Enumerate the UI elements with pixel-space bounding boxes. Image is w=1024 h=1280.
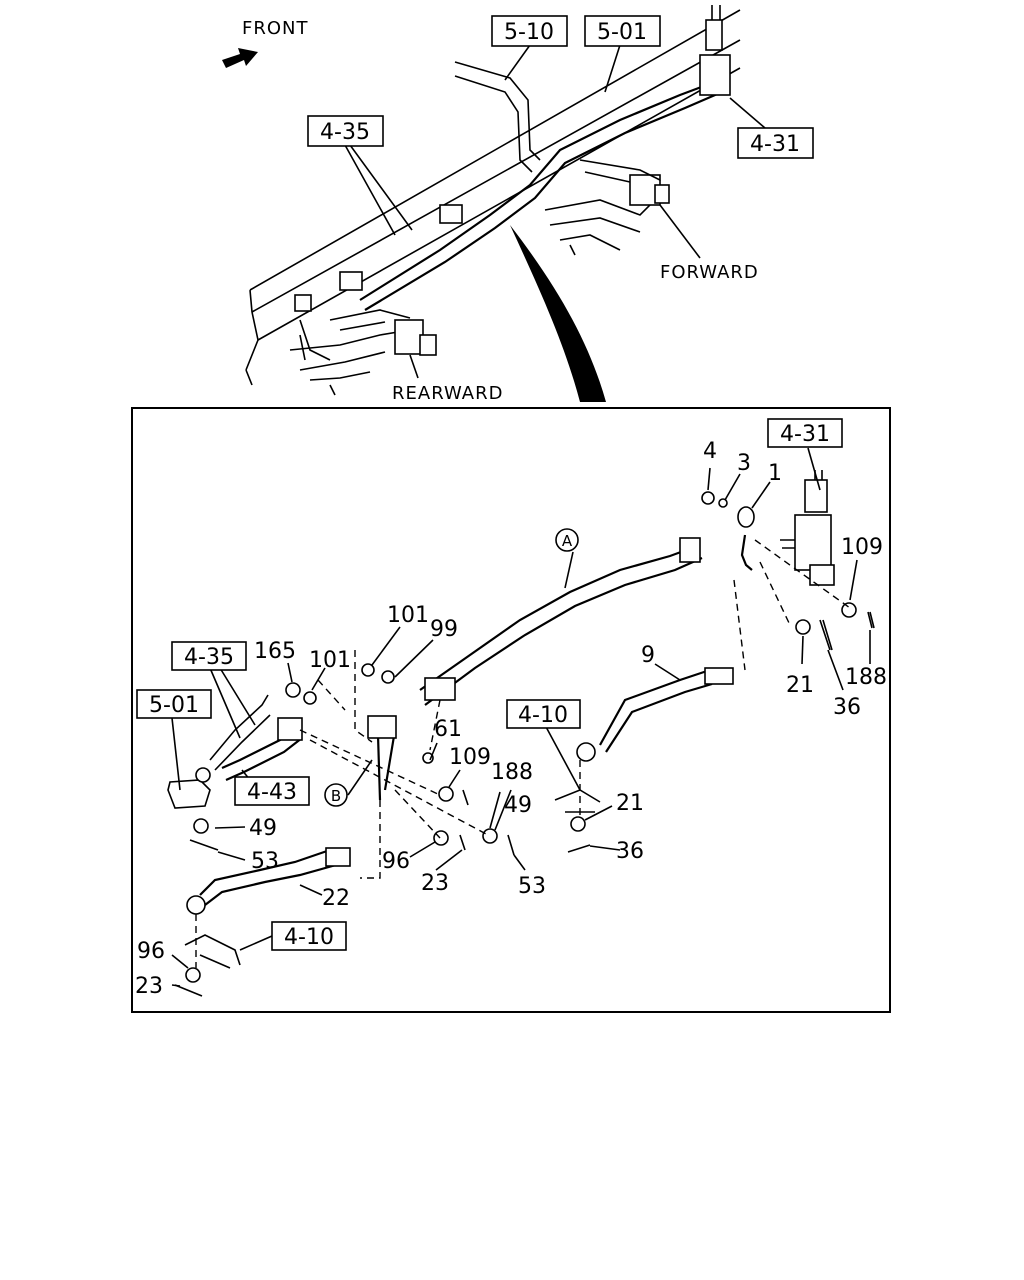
part-number: 53 bbox=[518, 874, 546, 899]
part-number: 101 bbox=[309, 648, 351, 673]
part-number: 21 bbox=[616, 791, 644, 816]
part-number: 101 bbox=[387, 603, 429, 628]
detail-illustration bbox=[167, 447, 875, 997]
forward-axle bbox=[544, 179, 661, 256]
part-number: 36 bbox=[833, 695, 861, 720]
part-number: 165 bbox=[254, 639, 296, 664]
part-number: 53 bbox=[251, 849, 279, 874]
ref-box: 4-31 bbox=[737, 127, 814, 159]
ref-box: 4-31 bbox=[767, 418, 843, 448]
part-number: 22 bbox=[322, 886, 350, 911]
part-number: 49 bbox=[249, 816, 277, 841]
bracket-5-01 bbox=[167, 779, 211, 809]
part-number: 61 bbox=[434, 717, 462, 742]
detail-frame bbox=[131, 407, 891, 1013]
ref-box: 4-10 bbox=[506, 699, 581, 729]
overview-illustration: FRONT bbox=[222, 5, 814, 404]
ref-box: 4-35 bbox=[307, 115, 384, 147]
part-number: 49 bbox=[504, 793, 532, 818]
rearward-axle bbox=[289, 329, 411, 396]
frame-rail bbox=[245, 9, 741, 386]
svg-text:4-35: 4-35 bbox=[320, 120, 370, 145]
part-number: 99 bbox=[430, 617, 458, 642]
rearward-label: REARWARD bbox=[392, 383, 503, 404]
part-number: 1 bbox=[768, 461, 782, 486]
part-number: 23 bbox=[135, 974, 163, 999]
part-number: 36 bbox=[616, 839, 644, 864]
svg-text:4-31: 4-31 bbox=[750, 132, 800, 157]
detail-pointer bbox=[510, 225, 606, 402]
circle-callout: A bbox=[555, 528, 579, 552]
front-label: FRONT bbox=[242, 18, 309, 39]
svg-text:5-10: 5-10 bbox=[504, 20, 554, 45]
svg-text:A: A bbox=[562, 532, 573, 550]
part-number: 109 bbox=[449, 745, 491, 770]
part-number: 96 bbox=[382, 849, 410, 874]
overview-tube-upper bbox=[359, 78, 721, 301]
svg-text:5-01: 5-01 bbox=[149, 693, 199, 718]
part-number: 188 bbox=[845, 665, 887, 690]
part-number-labels: 4 3 1 109 21 36 188 9 101 99 101 165 61 … bbox=[135, 439, 887, 999]
crossmember bbox=[454, 61, 541, 173]
tie-rod-9 bbox=[599, 668, 713, 753]
part-number: 188 bbox=[491, 760, 533, 785]
tie-rod-22 bbox=[199, 848, 337, 906]
ref-box: 4-35 bbox=[171, 641, 247, 671]
part-number: 9 bbox=[641, 643, 655, 668]
part-number: 23 bbox=[421, 871, 449, 896]
svg-text:B: B bbox=[331, 787, 341, 805]
part-number: 96 bbox=[137, 939, 165, 964]
svg-text:4-43: 4-43 bbox=[247, 780, 297, 805]
ref-box: 4-10 bbox=[271, 921, 347, 951]
forward-label: FORWARD bbox=[660, 262, 759, 283]
front-arrow-icon bbox=[222, 48, 258, 68]
pitman-arm bbox=[740, 534, 753, 571]
ref-box: 5-01 bbox=[136, 689, 212, 719]
ref-box: 5-01 bbox=[584, 15, 661, 47]
ref-box: 4-43 bbox=[234, 776, 310, 806]
part-number: 4 bbox=[703, 439, 717, 464]
svg-text:4-35: 4-35 bbox=[184, 645, 234, 670]
part-number: 109 bbox=[841, 535, 883, 560]
part-number: 21 bbox=[786, 673, 814, 698]
svg-text:4-10: 4-10 bbox=[518, 703, 568, 728]
part-number: 3 bbox=[737, 451, 751, 476]
svg-text:5-01: 5-01 bbox=[597, 20, 647, 45]
drag-link-a bbox=[419, 543, 701, 691]
svg-text:4-31: 4-31 bbox=[780, 422, 830, 447]
svg-text:4-10: 4-10 bbox=[284, 925, 334, 950]
ref-box: 5-10 bbox=[491, 15, 568, 47]
circle-callout: B bbox=[324, 783, 348, 807]
